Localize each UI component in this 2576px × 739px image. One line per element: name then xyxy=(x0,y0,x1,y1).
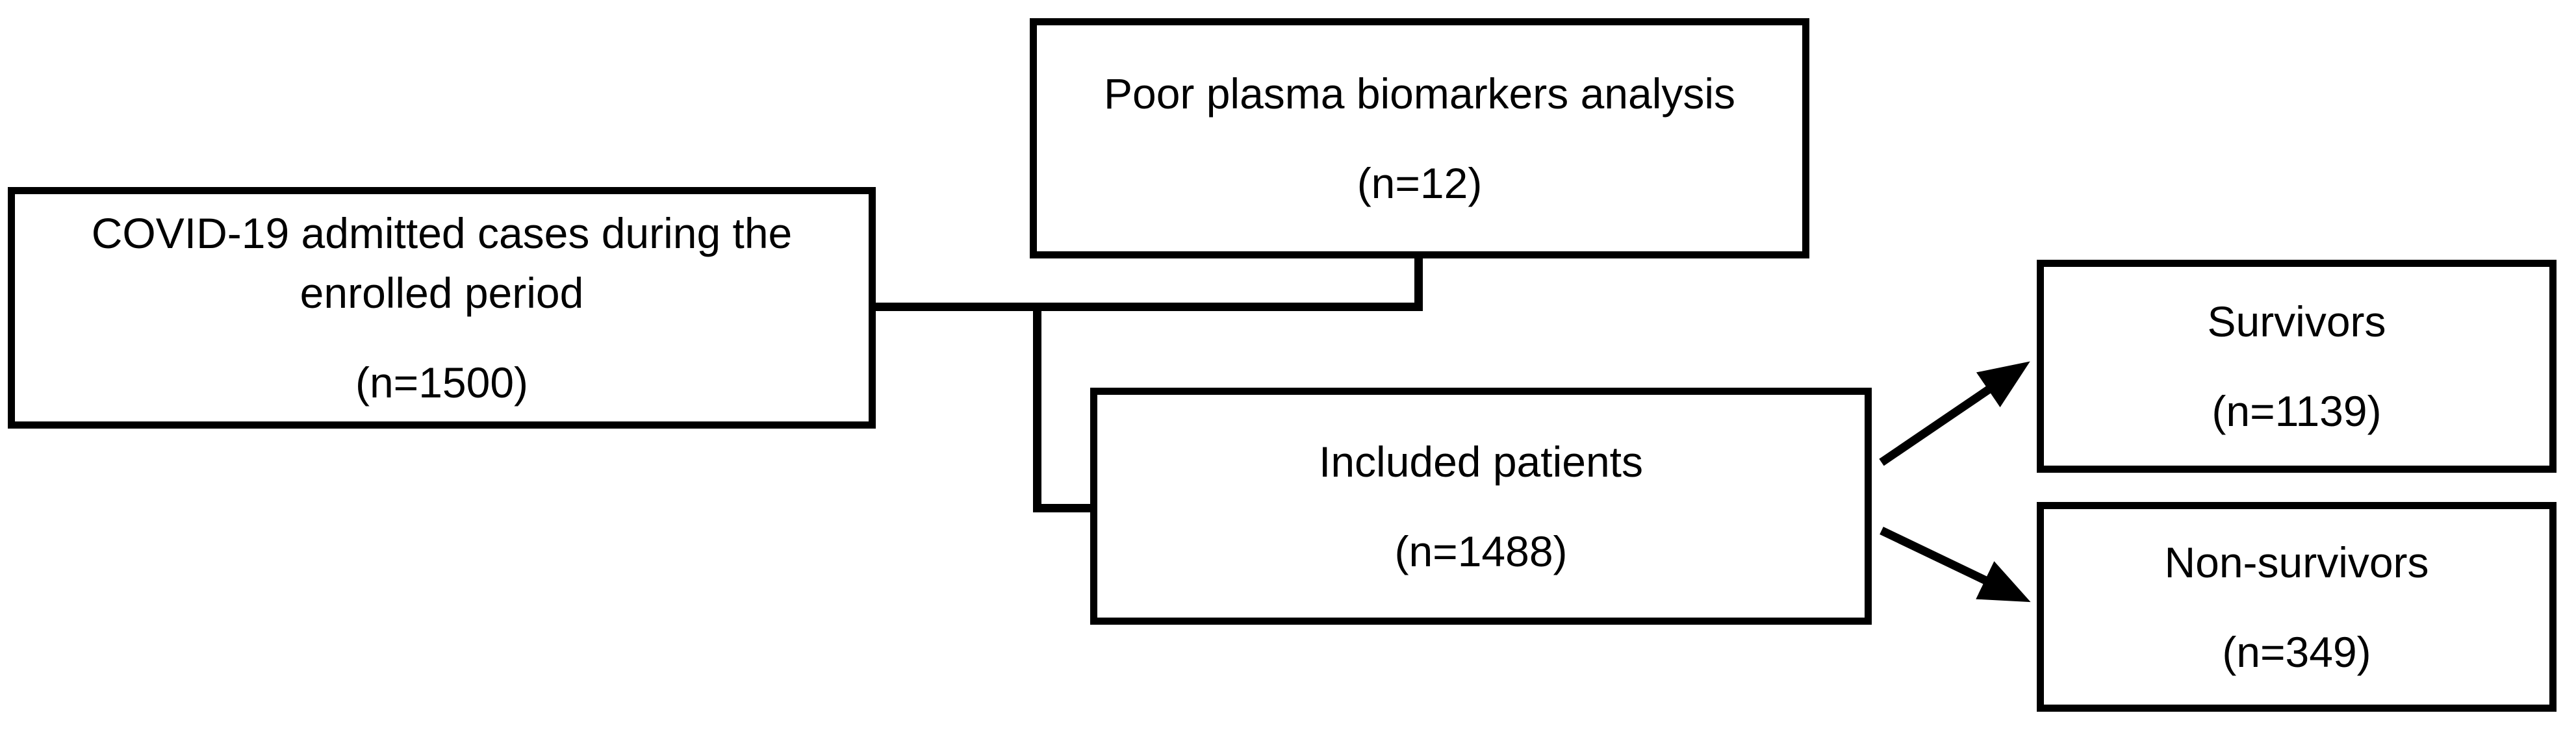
box-label: Poor plasma biomarkers analysis xyxy=(1103,69,1736,118)
connector-junction-drop xyxy=(1033,303,1041,512)
connector-admitted-to-junction xyxy=(872,303,1423,311)
box-label: COVID-19 admitted cases during the enrol… xyxy=(91,209,793,317)
box-label: Non-survivors xyxy=(2164,538,2429,586)
box-label: Included patients xyxy=(1318,437,1644,486)
flow-box-nonsurvivors: Non-survivors (n=349) xyxy=(2037,502,2557,712)
connector-excluded-drop xyxy=(1414,257,1423,311)
arrow-included-to-survivors xyxy=(1879,361,2030,466)
flow-box-survivors: Survivors (n=1139) xyxy=(2037,260,2557,473)
flow-box-included: Included patients (n=1488) xyxy=(1090,388,1872,625)
box-count: (n=1500) xyxy=(355,358,529,407)
flow-box-excluded: Poor plasma biomarkers analysis (n=12) xyxy=(1030,18,1809,258)
box-count: (n=1488) xyxy=(1394,527,1568,575)
box-label: Survivors xyxy=(2207,297,2386,345)
arrow-included-to-nonsurvivors xyxy=(1880,527,2031,603)
box-count: (n=349) xyxy=(2222,627,2371,676)
flow-box-admitted: COVID-19 admitted cases during the enrol… xyxy=(8,187,876,429)
connector-stub-to-included xyxy=(1033,504,1095,512)
box-count: (n=12) xyxy=(1357,159,1483,207)
box-count: (n=1139) xyxy=(2212,387,2382,435)
